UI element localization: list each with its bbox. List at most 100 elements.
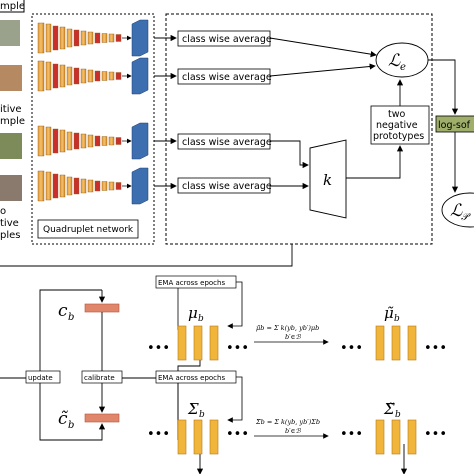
loss-p-node (441, 192, 474, 228)
calibrate-box (81, 370, 123, 384)
mu-b-subscript: b (198, 314, 204, 324)
ema-label-1: EMA across epochs (158, 279, 225, 287)
mu-b-symbol: μ (188, 304, 198, 322)
conv-layer (101, 136, 108, 146)
sigma-b-subscript: b (199, 410, 205, 420)
negative-prototypes-line2: negative (376, 120, 418, 131)
cwa-3: class wise average (177, 133, 272, 150)
conv-layer (108, 181, 115, 191)
c-tilde-symbol: c̃ (58, 409, 68, 429)
negative-prototypes-line1: two (388, 109, 405, 120)
loss-p-symbol: ℒ (450, 201, 463, 221)
conv-layer (115, 182, 122, 190)
sigma-bars (177, 419, 187, 455)
sample-images (0, 20, 22, 201)
cwa-label-3: class wise average (182, 137, 272, 148)
cnn-stacks (37, 19, 149, 205)
conv-layer (59, 174, 66, 198)
conv-layer (66, 131, 73, 151)
c-tilde-subscript: b (68, 420, 74, 431)
conv-layer (101, 71, 108, 81)
mu-tilde-bars (375, 325, 385, 361)
sample-image-3 (0, 133, 22, 159)
quadruplet-network-label: Quadruplet network (43, 225, 134, 235)
conv-layer (108, 136, 115, 146)
sample-image-1 (0, 20, 20, 46)
conv-layer (45, 126, 52, 156)
cwa-2: class wise average (177, 68, 272, 85)
embedding-block (131, 57, 149, 95)
conv-layer (73, 67, 80, 85)
conv-layer (73, 29, 80, 47)
c-b-subscript: b (68, 312, 74, 323)
equation-sigma: Σ̃b = Σ k(yb, yb′)Σb (255, 417, 320, 426)
conv-layer (45, 171, 52, 201)
conv-layer (115, 72, 122, 80)
mu-bars (177, 325, 187, 361)
dots-sigma-right-b: ••• (424, 427, 447, 442)
dots-mu-right-b: ••• (424, 341, 447, 356)
cnn-stack-1 (37, 19, 149, 57)
conv-layer (66, 28, 73, 48)
quadruplet-network-box (31, 13, 155, 245)
mu-bars (193, 325, 203, 361)
conv-layer (73, 132, 80, 150)
conv-layer (52, 63, 59, 89)
equation-sigma-sub: b′∈ℬ (285, 427, 301, 435)
dots-mu-left: ••• (147, 341, 170, 356)
mu-tilde-symbol: μ̃ (384, 304, 394, 322)
header-fragment-box (0, 0, 25, 13)
conv-layer (87, 134, 94, 148)
embedding-block (131, 122, 149, 160)
conv-layer (59, 26, 66, 50)
positive-sample-line1: itive (0, 104, 22, 115)
loss-e-subscript: e (400, 62, 406, 73)
log-softmax-box (435, 115, 474, 133)
mu-tilde-bars (407, 325, 417, 361)
negative-sample-line1: o (0, 206, 6, 217)
conv-layer (94, 70, 101, 82)
sigma-bars (193, 419, 203, 455)
negative-sample-line3: ples (0, 230, 21, 241)
sigma-tilde-subscript: b (395, 410, 401, 420)
sigma-tilde-bars (375, 419, 385, 455)
conv-layer (45, 23, 52, 53)
calibrate-label: calibrate (84, 374, 115, 382)
loss-e-to-log-softmax (428, 59, 459, 115)
loss-e-symbol: ℒ (388, 51, 401, 71)
update-box (25, 370, 61, 384)
cwa-label-1: class wise average (182, 34, 272, 45)
conv-layer (59, 129, 66, 153)
dots-sigma-right-a: ••• (340, 427, 363, 442)
conv-layer (80, 68, 87, 84)
conv-layer (94, 180, 101, 192)
conv-layer (94, 135, 101, 147)
sigma-tilde-bars (391, 419, 401, 455)
top-to-bottom-connector (0, 244, 293, 267)
conv-layer (80, 178, 87, 194)
cnn-stack-2 (37, 57, 149, 95)
conv-layer (52, 173, 59, 199)
conv-layer (52, 25, 59, 51)
conv-layer (87, 179, 94, 193)
cwa-label-2: class wise average (182, 72, 272, 83)
loss-region-box (165, 13, 433, 245)
sample-image-4 (0, 175, 22, 201)
header-fragment: mple (0, 1, 25, 12)
cwa-to-loss-arrows (269, 37, 377, 77)
log-softmax-label: log-sof (438, 120, 471, 131)
conv-layer (108, 33, 115, 43)
c-b-symbol: c (58, 301, 68, 321)
embedding-block (131, 19, 149, 57)
conv-layer (59, 64, 66, 88)
conv-layer (94, 32, 101, 44)
sigma-bars (209, 419, 219, 455)
loss-p-subscript: 𝒫 (461, 212, 471, 223)
kernel-k-node (309, 139, 347, 219)
conv-layer (80, 133, 87, 149)
conv-layer (101, 33, 108, 43)
sigma-tilde-symbol: Σ̃ (383, 400, 395, 418)
update-label: update (28, 374, 53, 382)
cwa-1: class wise average (177, 30, 272, 47)
